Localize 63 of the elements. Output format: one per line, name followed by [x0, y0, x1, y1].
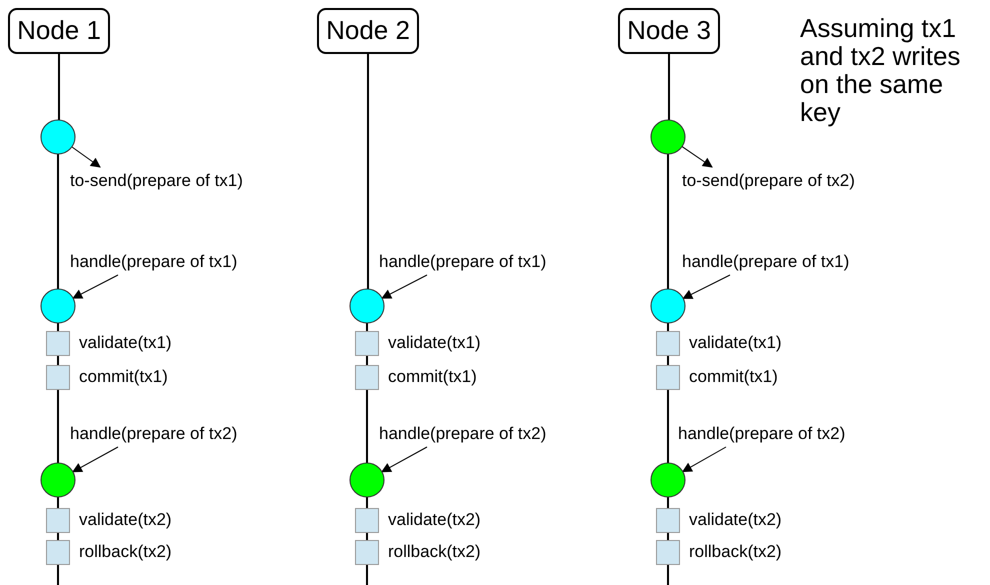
lifeline [57, 323, 59, 331]
event-circle [650, 120, 686, 154]
event-circle [350, 462, 384, 498]
lifeline [667, 356, 669, 365]
step-label: rollback(tx2) [79, 542, 172, 562]
event-circle [40, 288, 76, 324]
arrow [71, 146, 101, 168]
step-label: validate(tx1) [79, 333, 172, 353]
step-label: commit(tx1) [79, 367, 168, 387]
lifeline [667, 533, 669, 540]
lifeline [667, 390, 669, 463]
lifeline [58, 54, 60, 120]
lifeline [366, 533, 368, 540]
lifeline [667, 565, 669, 585]
lifeline [367, 54, 369, 289]
event-label: handle(prepare of tx1) [682, 252, 850, 272]
lifeline [366, 565, 368, 585]
event-label: handle(prepare of tx2) [70, 424, 238, 444]
event-label: to-send(prepare of tx2) [682, 171, 855, 191]
event-circle [40, 120, 76, 154]
lifeline [57, 390, 59, 463]
lifeline [366, 497, 368, 508]
lifeline [57, 154, 59, 289]
step-label: validate(tx2) [79, 510, 172, 530]
arrow [682, 446, 726, 472]
event-circle [650, 288, 686, 324]
event-label: handle(prepare of tx2) [379, 424, 546, 444]
lifeline [366, 356, 368, 365]
lifeline [667, 154, 669, 289]
event-circle [40, 462, 76, 498]
event-circle [650, 462, 686, 498]
node-header: Node 2 [317, 8, 419, 54]
node-header: Node 1 [8, 8, 110, 54]
step-label: validate(tx1) [388, 333, 481, 353]
arrow [72, 446, 118, 472]
note-text: Assuming tx1 and tx2 writes on the same key [800, 14, 962, 126]
arrow [682, 274, 730, 299]
node-header: Node 3 [618, 8, 720, 54]
lifeline [57, 533, 59, 540]
arrow [72, 274, 118, 299]
step-label: validate(tx2) [689, 510, 782, 530]
step-label: validate(tx2) [388, 510, 481, 530]
event-label: to-send(prepare of tx1) [70, 171, 243, 191]
arrow [682, 146, 713, 168]
step-label: rollback(tx2) [388, 542, 481, 562]
lifeline [366, 390, 368, 463]
event-label: handle(prepare of tx1) [70, 252, 238, 272]
step-label: commit(tx1) [689, 367, 778, 387]
step-label: rollback(tx2) [689, 542, 782, 562]
event-label: handle(prepare of tx1) [379, 252, 546, 272]
arrow [381, 274, 428, 299]
lifeline [667, 323, 669, 331]
event-label: handle(prepare of tx2) [678, 424, 846, 444]
arrow [381, 446, 428, 472]
lifeline [57, 356, 59, 365]
step-label: commit(tx1) [388, 367, 477, 387]
lifeline [57, 497, 59, 508]
lifeline [57, 565, 59, 585]
step-label: validate(tx1) [689, 333, 782, 353]
event-circle [350, 288, 384, 324]
lifeline [668, 54, 670, 120]
lifeline [667, 497, 669, 508]
lifeline [366, 323, 368, 331]
